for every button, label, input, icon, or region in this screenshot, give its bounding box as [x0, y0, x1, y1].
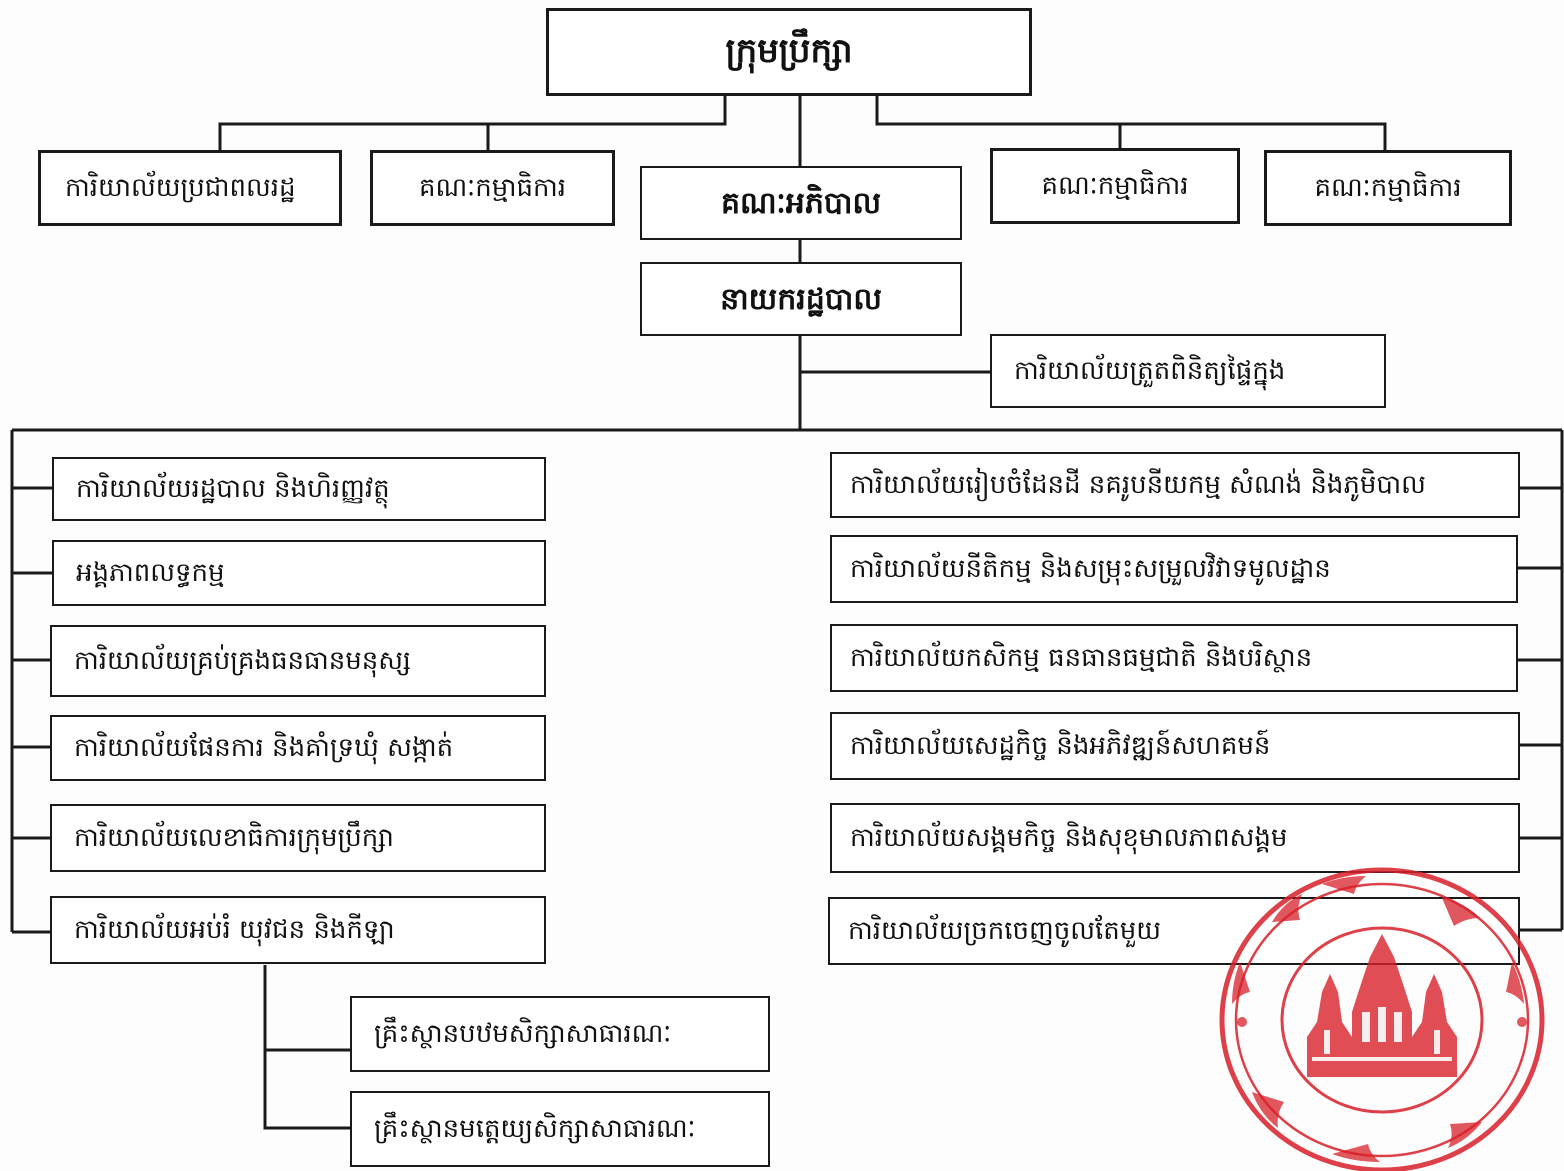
office-human-resources: ការិយាល័យគ្រប់គ្រងធនធានមនុស្ស [50, 625, 546, 697]
administrator-box: នាយករដ្ឋបាល [640, 262, 962, 336]
office-social-affairs-welfare: ការិយាល័យសង្គមកិច្ច និងសុខុមាលភាពសង្គម [830, 803, 1520, 873]
office-agriculture-environment: ការិយាល័យកសិកម្ម ធនធានធម្មជាតិ និងបរិស្ថ… [830, 624, 1518, 692]
public-preschools: គ្រឹះស្ថានមត្តេយ្យសិក្សាសាធារណៈ [350, 1091, 770, 1167]
office-education-youth-sport: ការិយាល័យអប់រំ យុវជន និងកីឡា [50, 896, 546, 964]
council-box: ក្រុមប្រឹក្សា [546, 8, 1032, 96]
office-label: ការិយាល័យនីតិកម្ម និងសម្រុះសម្រួលវិវាទមូ… [850, 553, 1331, 584]
office-label: អង្គភាពលទ្ធកម្ម [76, 557, 225, 588]
committee-label-2: គណៈកម្មាធិការ [1041, 170, 1189, 201]
procurement-unit: អង្គភាពលទ្ធកម្ម [52, 540, 546, 606]
school-label: គ្រឹះស្ថានមត្តេយ្យសិក្សាសាធារណៈ [374, 1113, 696, 1144]
board-of-governors-label: គណៈអភិបាល [720, 185, 882, 221]
office-label: ការិយាល័យលេខាធិការក្រុមប្រឹក្សា [74, 822, 394, 853]
office-legal-dispute-resolution: ការិយាល័យនីតិកម្ម និងសម្រុះសម្រួលវិវាទមូ… [830, 535, 1518, 603]
administrator-label: នាយករដ្ឋបាល [720, 281, 882, 317]
office-label: ការិយាល័យរៀបចំដែនដី នគរូបនីយកម្ម សំណង់ ន… [850, 469, 1426, 500]
office-council-secretariat: ការិយាល័យលេខាធិការក្រុមប្រឹក្សា [50, 804, 546, 872]
office-label: ការិយាល័យកសិកម្ម ធនធានធម្មជាតិ និងបរិស្ថ… [850, 642, 1313, 673]
office-land-urbanization-construction: ការិយាល័យរៀបចំដែនដី នគរូបនីយកម្ម សំណង់ ន… [830, 452, 1520, 518]
office-label: ការិយាល័យអប់រំ យុវជន និងកីឡា [74, 914, 395, 945]
office-label: ការិយាល័យរដ្ឋបាល និងហិរញ្ញវត្ថុ [76, 473, 390, 504]
committee-box-2: គណៈកម្មាធិការ [990, 148, 1240, 224]
office-economy-community-development: ការិយាល័យសេដ្ឋកិច្ច និងអភិវឌ្ឍន៍សហគមន៍ [830, 712, 1520, 780]
citizens-office-box: ការិយាល័យប្រជាពលរដ្ឋ [38, 150, 342, 226]
office-label: ការិយាល័យផែនការ និងគាំទ្រឃុំ សង្កាត់ [74, 732, 454, 763]
public-primary-schools: គ្រឹះស្ថានបឋមសិក្សាសាធារណៈ [350, 996, 770, 1072]
committee-label-1: គណៈកម្មាធិការ [419, 172, 566, 203]
office-label: ការិយាល័យសេដ្ឋកិច្ច និងអភិវឌ្ឍន៍សហគមន៍ [850, 730, 1271, 761]
citizens-office-label: ការិយាល័យប្រជាពលរដ្ឋ [65, 172, 296, 203]
board-of-governors-box: គណៈអភិបាល [640, 166, 962, 240]
internal-audit-office-box: ការិយាល័យត្រួតពិនិត្យផ្ទៃក្នុង [990, 334, 1386, 408]
office-administration-finance: ការិយាល័យរដ្ឋបាល និងហិរញ្ញវត្ថុ [52, 457, 546, 521]
council-label: ក្រុមប្រឹក្សា [725, 31, 853, 72]
office-planning-commune-support: ការិយាល័យផែនការ និងគាំទ្រឃុំ សង្កាត់ [50, 715, 546, 781]
office-label: ការិយាល័យច្រកចេញចូលតែមួយ [848, 915, 1162, 946]
committee-box-3: គណៈកម្មាធិការ [1264, 150, 1512, 226]
committee-label-3: គណៈកម្មាធិការ [1314, 172, 1462, 203]
office-label: ការិយាល័យសង្គមកិច្ច និងសុខុមាលភាពសង្គម [850, 822, 1288, 853]
office-label: ការិយាល័យគ្រប់គ្រងធនធានមនុស្ស [74, 645, 411, 676]
committee-box-1: គណៈកម្មាធិការ [370, 150, 615, 226]
official-seal-stamp [1219, 867, 1545, 1171]
internal-audit-office-label: ការិយាល័យត្រួតពិនិត្យផ្ទៃក្នុង [1014, 355, 1286, 386]
school-label: គ្រឹះស្ថានបឋមសិក្សាសាធារណៈ [374, 1018, 672, 1049]
